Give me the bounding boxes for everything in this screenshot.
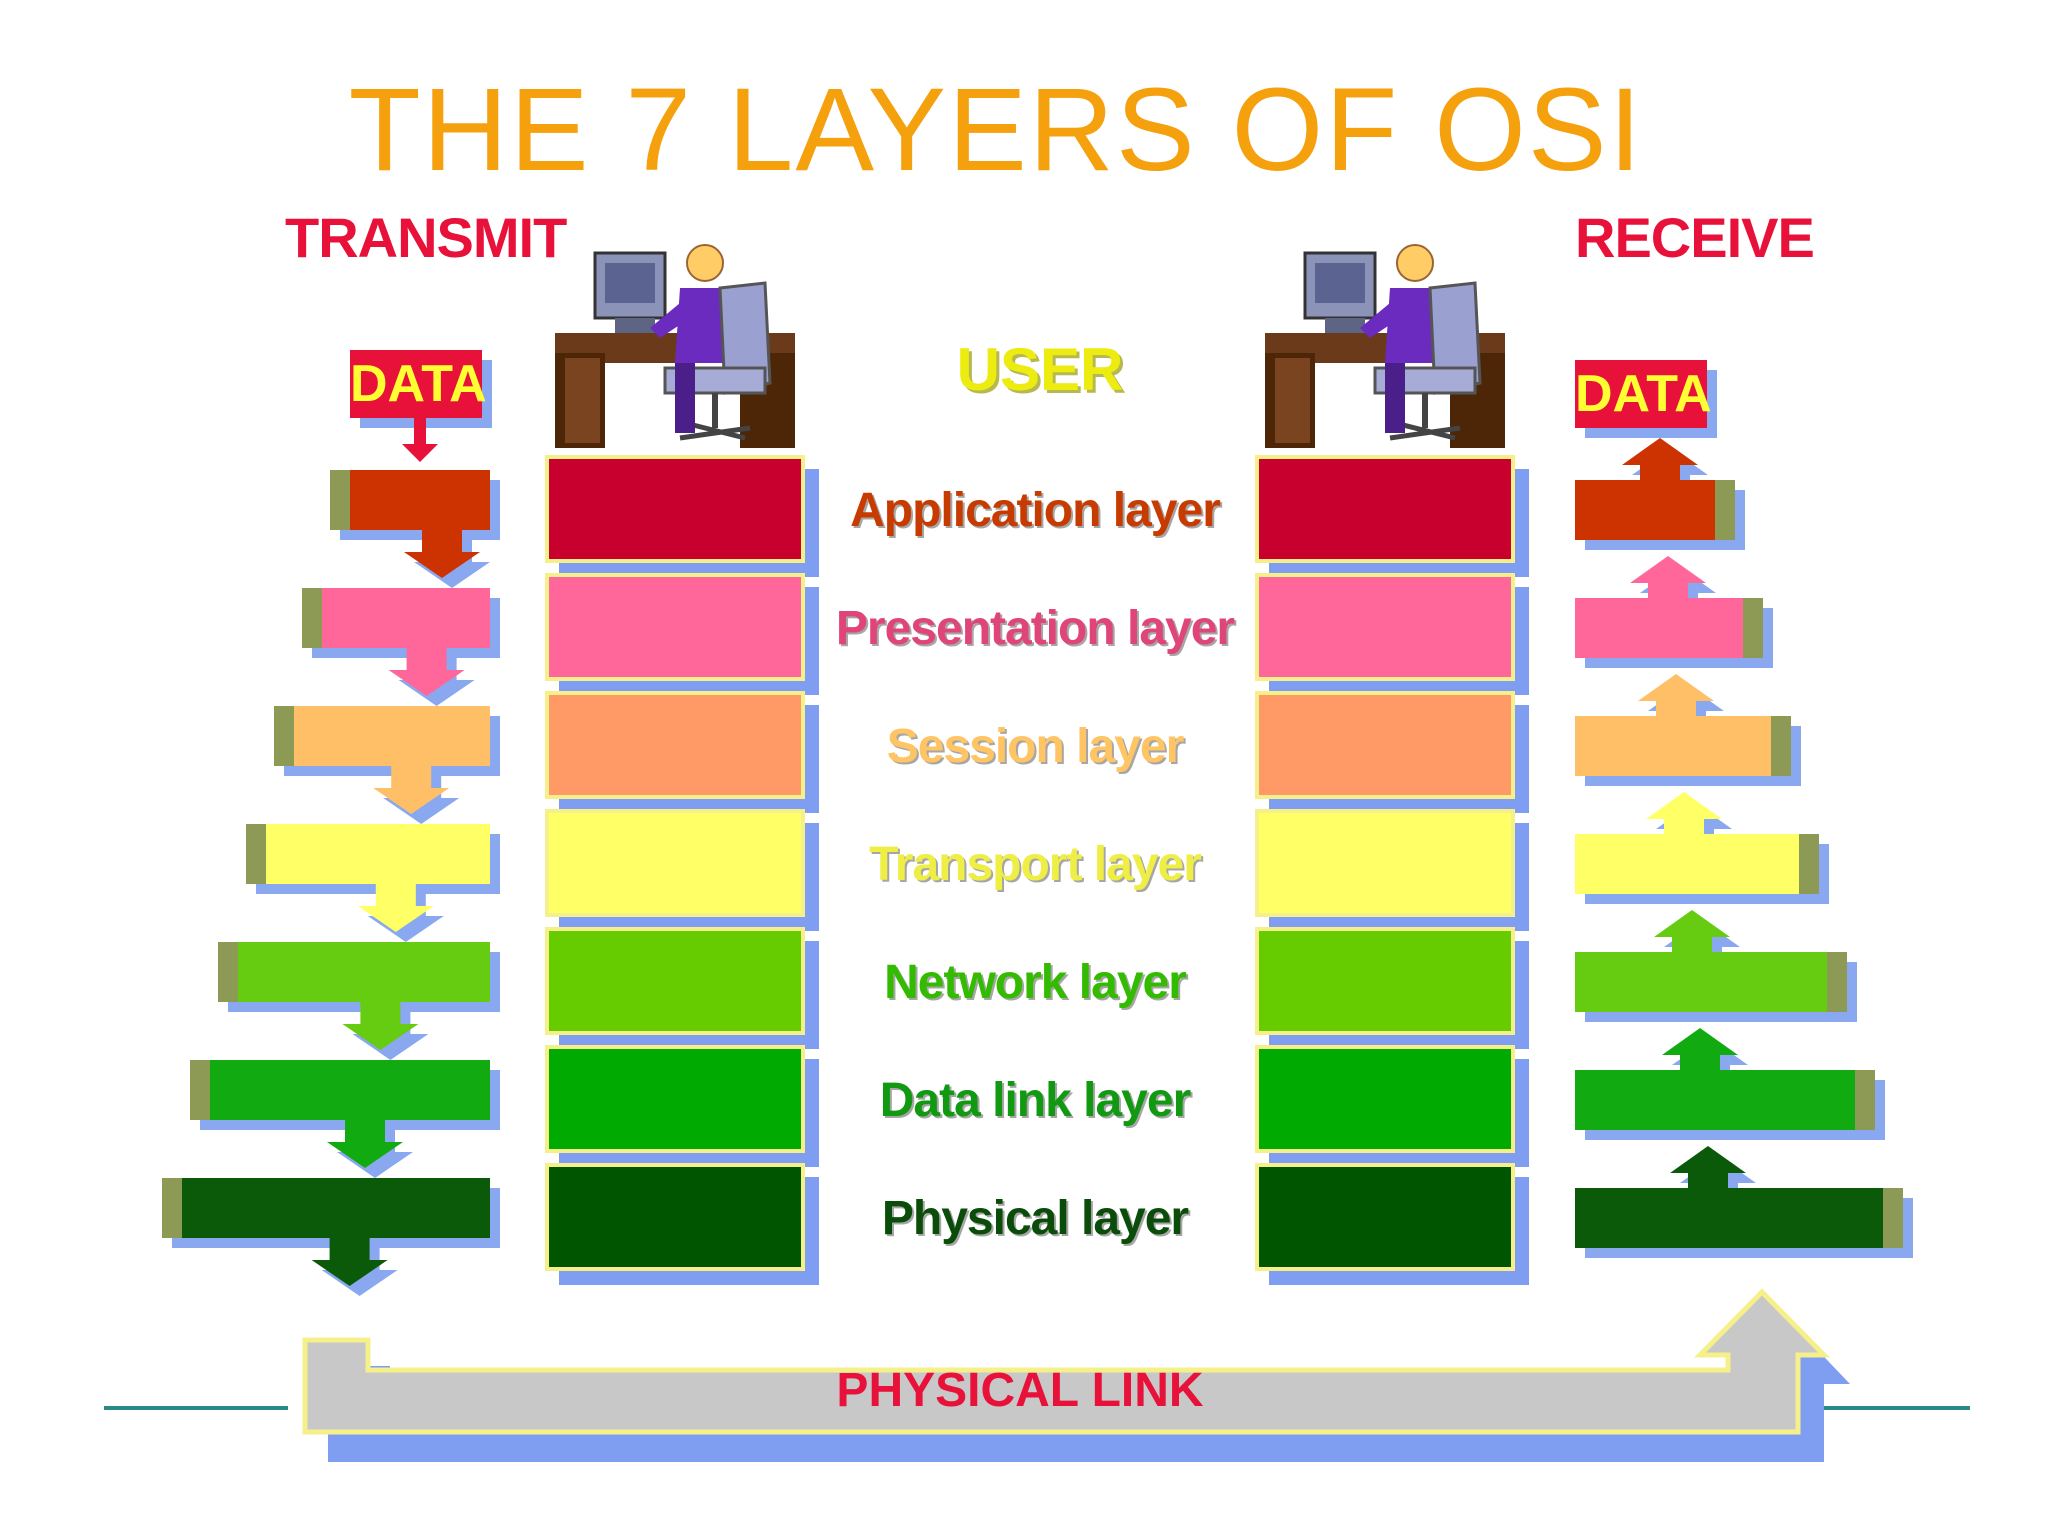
transmit-arrow xyxy=(274,706,500,824)
physical-link-label: PHYSICAL LINK xyxy=(836,1364,1204,1417)
layer-block-right xyxy=(1255,927,1515,1035)
receive-label: RECEIVE xyxy=(1575,206,1815,269)
layer-block-right xyxy=(1255,573,1515,681)
data-tag-transmit: DATA xyxy=(350,350,487,418)
layer-label: Presentation layer xyxy=(835,602,1235,655)
transmit-arrow xyxy=(190,1060,500,1178)
receive-arrow xyxy=(1575,910,1857,1022)
receive-arrow xyxy=(1575,792,1829,904)
computer-user-icon xyxy=(1265,245,1505,448)
transmit-label: TRANSMIT xyxy=(285,206,567,269)
transmit-arrow xyxy=(330,470,500,588)
layer-block-right xyxy=(1255,455,1515,563)
transmit-arrow xyxy=(162,1178,500,1296)
receive-arrow xyxy=(1575,438,1745,550)
physical-link-arrow xyxy=(302,1288,1850,1462)
receive-arrow xyxy=(1575,1028,1885,1140)
layer-label: Application layer xyxy=(850,484,1221,537)
layer-label: Data link layer xyxy=(879,1074,1192,1127)
transmit-arrow xyxy=(246,824,500,942)
layer-label: Network layer xyxy=(884,956,1187,1009)
layer-block-left xyxy=(545,1163,805,1271)
computer-user-icon xyxy=(555,245,795,448)
transmit-arrow xyxy=(302,588,500,706)
layer-block-left xyxy=(545,573,805,681)
layer-block-left xyxy=(545,809,805,917)
layer-block-right xyxy=(1255,691,1515,799)
layer-block-left xyxy=(545,691,805,799)
transmit-arrow xyxy=(218,942,500,1060)
layer-block-right xyxy=(1255,1163,1515,1271)
layer-block-left xyxy=(545,1045,805,1153)
data-down-arrow xyxy=(402,418,438,462)
user-label: USER xyxy=(956,336,1124,403)
layer-block-right xyxy=(1255,1045,1515,1153)
receive-arrow xyxy=(1575,674,1801,786)
layer-block-left xyxy=(545,455,805,563)
receive-arrow xyxy=(1575,556,1773,668)
layer-block-right xyxy=(1255,809,1515,917)
receive-arrow xyxy=(1575,1146,1913,1258)
layer-label: Transport layer xyxy=(869,838,1202,891)
data-tag-receive: DATA xyxy=(1575,360,1712,428)
layer-block-left xyxy=(545,927,805,1035)
diagram-title: THE 7 LAYERS OF OSI xyxy=(348,64,1644,196)
layer-label: Session layer xyxy=(886,720,1185,773)
layer-label: Physical layer xyxy=(881,1192,1189,1245)
